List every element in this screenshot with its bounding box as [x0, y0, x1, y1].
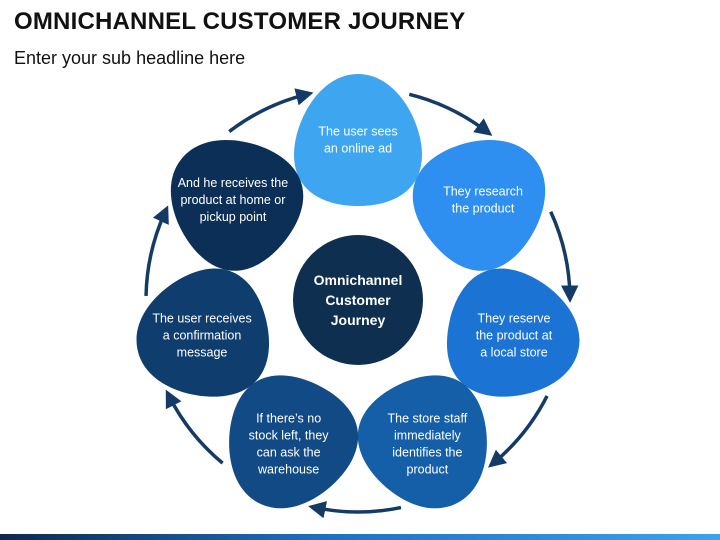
journey-step: If there’s no stock left, they can ask the… — [229, 375, 358, 509]
step-arrow — [165, 389, 224, 465]
step-label: stock left, they — [249, 429, 330, 443]
step-label: The store staff — [388, 412, 468, 426]
step-label: immediately — [394, 429, 461, 443]
step-label: message — [177, 346, 228, 360]
step-arrow — [228, 88, 314, 133]
step-blob — [136, 268, 269, 397]
step-label: The user sees — [318, 125, 397, 139]
step-label: product — [407, 463, 449, 477]
step-label: And he receives the — [178, 176, 289, 190]
step-label: the product at — [476, 329, 553, 343]
step-blob — [229, 375, 358, 509]
step-label: warehouse — [257, 463, 319, 477]
center-label: Customer — [325, 292, 391, 308]
connector-arrows — [144, 88, 579, 519]
step-label: can ask the — [257, 446, 321, 460]
step-arrow — [308, 501, 402, 519]
center-label: Omnichannel — [314, 272, 403, 288]
step-arrow — [488, 395, 549, 468]
journey-step: The store staff immediately identifies the… — [358, 375, 487, 509]
step-label: a confirmation — [163, 329, 242, 343]
center-label: Journey — [331, 312, 386, 328]
step-label: They research — [443, 185, 523, 199]
step-label: pickup point — [200, 210, 267, 224]
journey-step: The user receives a confirmation message — [136, 268, 269, 397]
journey-step: And he receives the product at home or pic… — [170, 140, 304, 271]
step-arrow — [549, 211, 579, 303]
step-blob — [447, 268, 580, 397]
step-label: the product — [452, 202, 515, 216]
step-arrow — [144, 205, 169, 296]
journey-step: They reserve the product at a local store — [447, 268, 580, 397]
step-blob — [170, 140, 304, 271]
step-label: a local store — [480, 346, 547, 360]
step-label: They reserve — [477, 312, 550, 326]
step-label: If there’s no — [256, 412, 321, 426]
step-blob — [358, 375, 487, 509]
step-label: product at home or — [180, 193, 285, 207]
step-blob — [412, 140, 546, 271]
journey-step: They research the product — [412, 140, 546, 271]
step-arrow — [408, 92, 493, 136]
journey-steps: The user sees an online ad They research th… — [136, 74, 580, 509]
step-label: an online ad — [324, 142, 392, 156]
page-title: OMNICHANNEL CUSTOMER JOURNEY — [14, 8, 466, 35]
page-subtitle: Enter your sub headline here — [14, 48, 246, 68]
step-blob — [294, 74, 422, 206]
step-label: identifies the — [392, 446, 462, 460]
journey-step: The user sees an online ad — [294, 74, 422, 206]
footer-accent-bar — [0, 534, 720, 540]
center-circle — [289, 231, 427, 369]
step-label: The user receives — [152, 312, 251, 326]
